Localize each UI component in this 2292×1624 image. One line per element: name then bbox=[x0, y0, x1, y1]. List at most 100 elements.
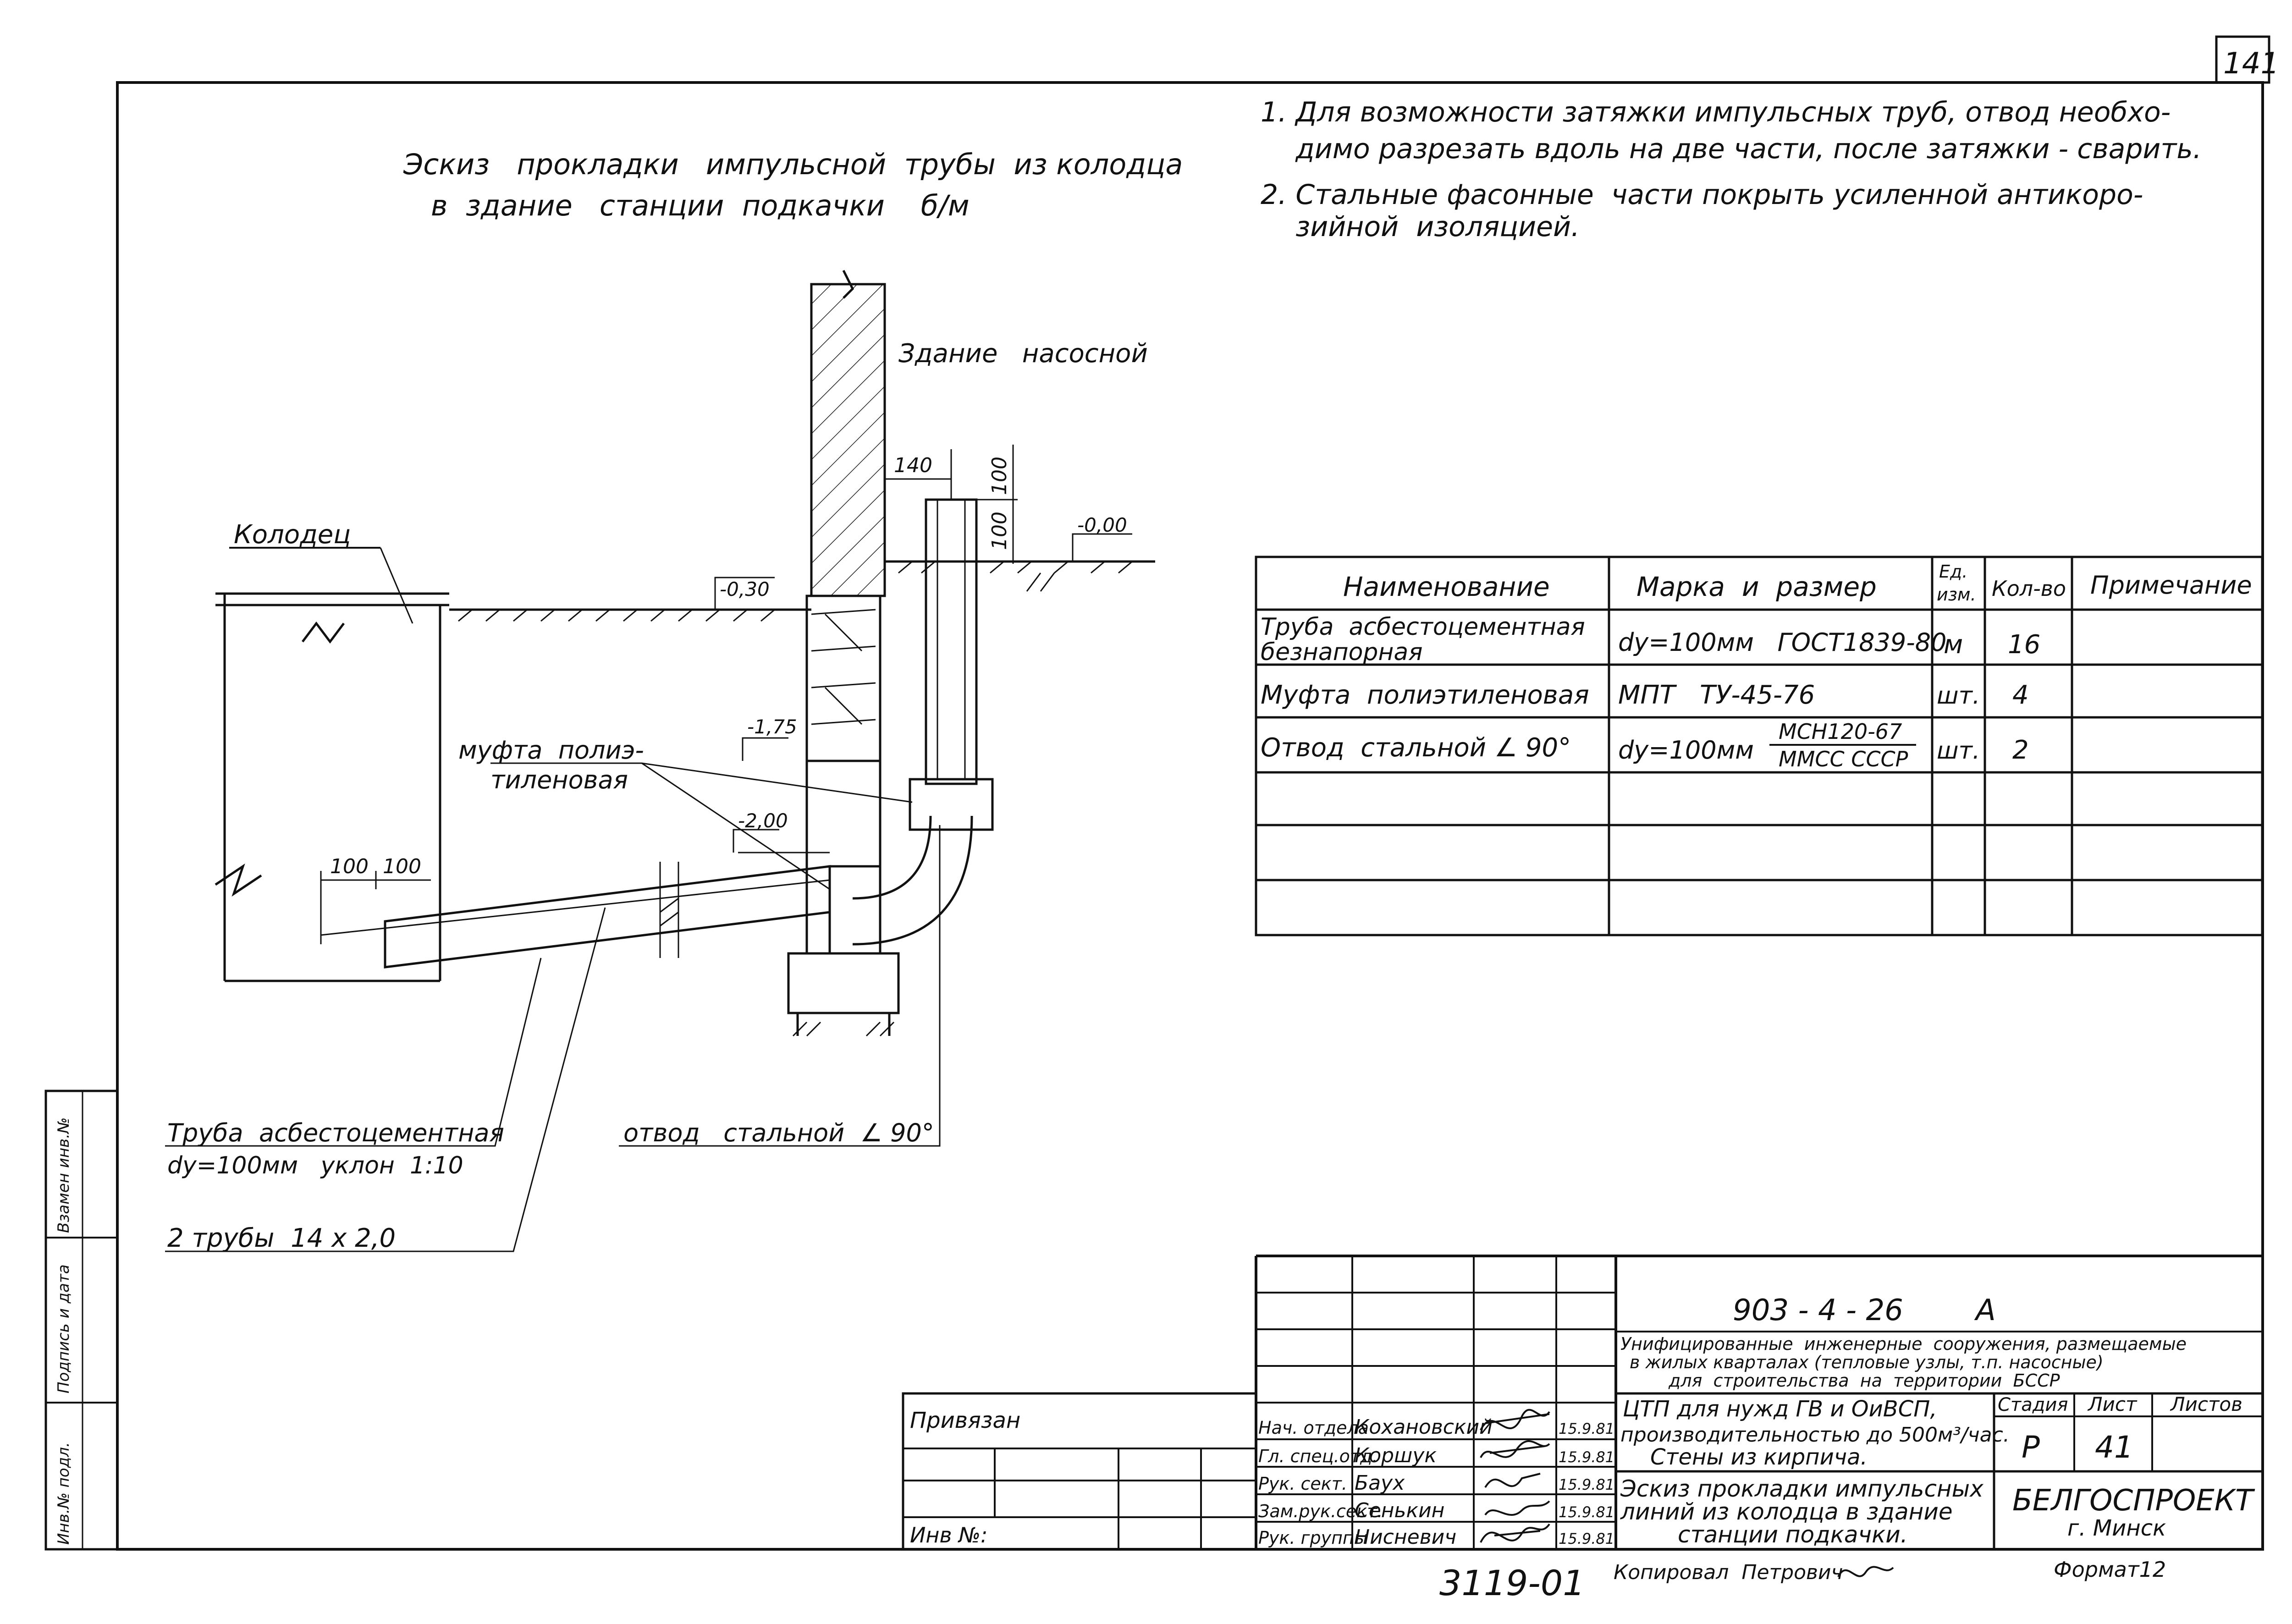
series-line-3: для строительства на территории БССР bbox=[1668, 1371, 2060, 1391]
org-city: г. Минск bbox=[2067, 1515, 2166, 1541]
lower-coupling bbox=[828, 865, 882, 955]
copied-by: Копировал Петрович bbox=[1614, 1561, 1843, 1584]
sheet-title-3: станции подкачки. bbox=[1678, 1521, 1908, 1548]
tubes-label: 2 трубы 14 х 2,0 bbox=[167, 1223, 396, 1253]
privyazan-label: Привязан bbox=[910, 1408, 1020, 1433]
signer-1-role: Нач. отдела bbox=[1258, 1418, 1369, 1438]
elev-175: -1,75 bbox=[747, 716, 797, 738]
dim-100-mid: 100 bbox=[988, 512, 1011, 550]
note-line-1: 1. Для возможности затяжки импульсных тр… bbox=[1261, 96, 2171, 128]
org-name: БЕЛГОСПРОЕКТ bbox=[2012, 1484, 2255, 1518]
building-wall bbox=[810, 283, 886, 597]
stage-value: Р bbox=[2022, 1430, 2040, 1465]
bend-label: отвод стальной ∠ 90° bbox=[623, 1118, 934, 1147]
spec-row-2-name-1: Муфта полиэтиленовая bbox=[1261, 680, 1589, 710]
spec-row-3-unit: шт. bbox=[1937, 737, 1980, 765]
coupling-label-1: муфта полиэ- bbox=[458, 736, 644, 765]
spec-header-note: Примечание bbox=[2090, 571, 2252, 600]
signer-3-date: 15.9.81 bbox=[1559, 1476, 1614, 1493]
signer-3-role: Рук. сект. bbox=[1258, 1474, 1347, 1494]
spec-row-1-qty: 16 bbox=[2008, 630, 2040, 660]
dim-140: 140 bbox=[894, 454, 932, 477]
left-strip-sign: Подпись и дата bbox=[55, 1264, 73, 1393]
signer-1-date: 15.9.81 bbox=[1559, 1420, 1614, 1437]
pipe-spec: dy=100мм уклон 1:10 bbox=[167, 1152, 463, 1179]
signer-5-date: 15.9.81 bbox=[1559, 1530, 1614, 1547]
stage-header: Стадия bbox=[1998, 1394, 2068, 1415]
signer-list: Нач. отдела Кохановский 15.9.81 Гл. спец… bbox=[1258, 1415, 1614, 1549]
foundation-block bbox=[805, 595, 882, 762]
elev-030: -0,30 bbox=[720, 578, 770, 600]
spec-row-3-name-1: Отвод стальной ∠ 90° bbox=[1261, 733, 1571, 763]
asbestos-pipe bbox=[384, 865, 831, 969]
left-strip-replace: Взамен инв.№ bbox=[55, 1118, 73, 1233]
spec-header-mark: Марка и размер bbox=[1636, 571, 1877, 602]
copied-signature bbox=[1837, 1566, 1894, 1577]
spec-row-1-unit: м bbox=[1944, 630, 1963, 660]
signer-3-name: Баух bbox=[1355, 1471, 1405, 1495]
spec-row-3-mark: dy=100мм bbox=[1618, 736, 1754, 765]
signer-5-role: Рук. группы bbox=[1258, 1528, 1368, 1548]
spec-table: Наименование Марка и размер Ед. изм. Кол… bbox=[1255, 556, 2264, 936]
spec-row-1-mark: dy=100мм ГОСТ1839-80 bbox=[1618, 628, 1946, 657]
steel-bend bbox=[852, 815, 932, 900]
building-label: Здание насосной bbox=[898, 339, 1148, 369]
footing bbox=[787, 952, 900, 1014]
spec-row-3-mark-top: МСН120-67 bbox=[1779, 719, 1902, 744]
sheet-number-mark: 141 bbox=[2215, 35, 2279, 84]
title-block bbox=[902, 1255, 2262, 1551]
spec-header-unit-1: Ед. bbox=[1939, 562, 1967, 582]
pipe-label: Труба асбестоцементная bbox=[167, 1118, 504, 1147]
elev-200: -2,00 bbox=[738, 809, 788, 832]
dim-100-left: 100 bbox=[330, 855, 369, 878]
dim-100-right: 100 bbox=[383, 855, 421, 878]
signer-4-date: 15.9.81 bbox=[1559, 1503, 1614, 1521]
signer-2-date: 15.9.81 bbox=[1559, 1448, 1614, 1466]
spec-row-1-name-2: безнапорная bbox=[1261, 639, 1423, 666]
sheets-header: Листов bbox=[2170, 1393, 2242, 1415]
sketch-title-line2: в здание станции подкачки б/м bbox=[431, 189, 970, 222]
spec-row-3-qty: 2 bbox=[2012, 735, 2029, 765]
upper-coupling bbox=[909, 778, 994, 831]
note-line-2: димо разрезать вдоль на две части, после… bbox=[1261, 133, 2202, 165]
title-block-text: Привязан Инв №: 903 - 4 - 26 А Унифициро… bbox=[910, 1294, 2255, 1549]
doc-code: 903 - 4 - 26 bbox=[1733, 1294, 1903, 1327]
coupling-label-2: тиленовая bbox=[490, 765, 628, 794]
project-line-1: ЦТП для нужд ГВ и ОиВСП, bbox=[1623, 1396, 1937, 1422]
spec-header-name: Наименование bbox=[1343, 571, 1550, 602]
format-label: Формат12 bbox=[2054, 1557, 2166, 1582]
signer-4-name: Сенькин bbox=[1355, 1499, 1444, 1522]
sheet-value: 41 bbox=[2095, 1430, 2133, 1465]
inv-no-label: Инв №: bbox=[910, 1523, 988, 1547]
signer-5-name: Нисневич bbox=[1355, 1525, 1456, 1549]
sketch-title-line1: Эскиз прокладки импульсной трубы из коло… bbox=[403, 148, 1183, 181]
sheet-title-1: Эскиз прокладки импульсных bbox=[1620, 1475, 1983, 1502]
pipe-sketch bbox=[165, 270, 1155, 1252]
signatures bbox=[1480, 1409, 1550, 1543]
project-line-3: Стены из кирпича. bbox=[1650, 1444, 1868, 1470]
note-line-4: зийной изоляцией. bbox=[1261, 211, 1580, 243]
signer-4-role: Зам.рук.сект. bbox=[1258, 1501, 1383, 1521]
signer-2-name: Коршук bbox=[1355, 1444, 1437, 1467]
spec-row-3: Отвод стальной ∠ 90° dy=100мм МСН120-67 … bbox=[1261, 719, 2029, 771]
elev-000: -0,00 bbox=[1077, 514, 1127, 536]
archive-number: 3119-01 bbox=[1439, 1563, 1585, 1603]
sheet-frame bbox=[44, 81, 2264, 1551]
spec-row-2-qty: 4 bbox=[2012, 680, 2029, 710]
sheet-header: Лист bbox=[2087, 1393, 2138, 1415]
spec-row-1: Труба асбестоцементная безнапорная dy=10… bbox=[1261, 613, 2040, 666]
series-line-1: Унифицированные инженерные сооружения, р… bbox=[1620, 1334, 2187, 1354]
spec-row-2-mark: МПТ ТУ-45-76 bbox=[1618, 680, 1815, 710]
well-label: Колодец bbox=[234, 520, 351, 550]
sketch-labels: Здание насосной Колодец муфта полиэ- тил… bbox=[167, 339, 1148, 1253]
vertical-sleeve bbox=[925, 498, 978, 785]
left-strip-inv: Инв.№ подл. bbox=[55, 1442, 73, 1545]
sheet-title-2: линий из колодца в здание bbox=[1620, 1498, 1953, 1525]
series-line-2: в жилых кварталах (тепловые узлы, т.п. н… bbox=[1630, 1352, 2104, 1372]
dim-100-top: 100 bbox=[988, 457, 1011, 495]
left-strip-labels: Инв.№ подл. Подпись и дата Взамен инв.№ bbox=[55, 1118, 73, 1545]
spec-row-2-unit: шт. bbox=[1937, 682, 1980, 710]
doc-code-suffix: А bbox=[1974, 1294, 1996, 1327]
project-line-2: производительностью до 500м³/час. bbox=[1620, 1423, 2010, 1447]
